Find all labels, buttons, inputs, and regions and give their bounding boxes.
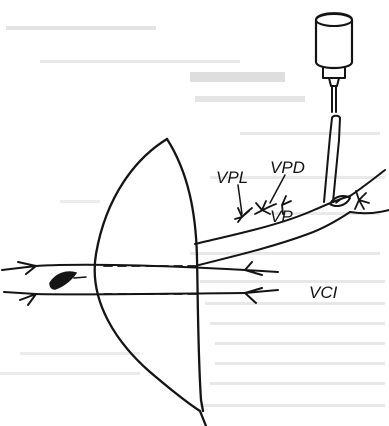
label-vpl: VPL: [216, 168, 248, 187]
syringe: [316, 13, 352, 112]
label-vp: VP: [270, 207, 293, 226]
cannula: [324, 116, 340, 202]
liver-lobe: [95, 139, 206, 426]
label-vci: VCI: [309, 283, 338, 302]
vena-cava: [2, 262, 278, 305]
label-vpd: VPD: [270, 158, 305, 177]
catheter-tip: [50, 272, 76, 289]
bleed-through-texture: [0, 26, 385, 407]
